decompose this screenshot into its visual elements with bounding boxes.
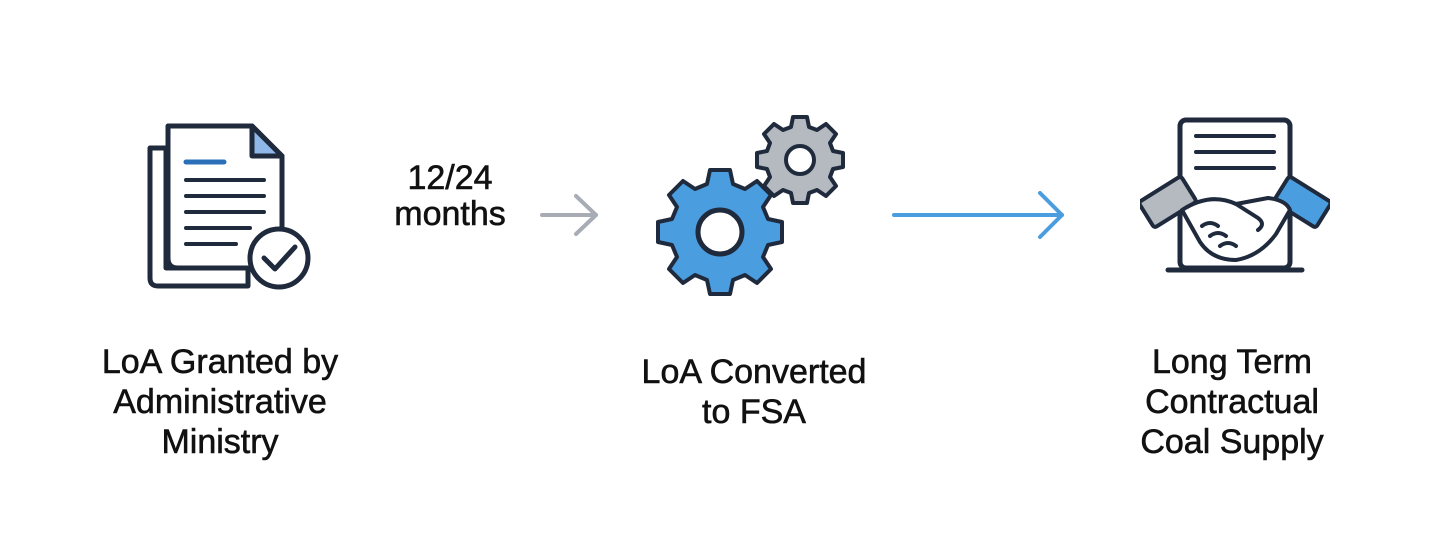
step-2-label-line-2: to FSA (702, 393, 807, 432)
duration-line-2: months (394, 195, 506, 233)
step-1-label-line-1: LoA Granted by (101, 343, 339, 382)
step-3-label-line-3: Coal Supply (1140, 423, 1324, 462)
arrow-right-icon-blue (892, 191, 1064, 239)
contract-handshake-icon (1140, 117, 1330, 273)
document-check-icon (147, 123, 311, 290)
gears-icon (656, 115, 845, 296)
step-3-label-line-1: Long Term (1151, 343, 1313, 382)
transition-1-duration: 12/24 months (370, 159, 530, 233)
duration-line-1: 12/24 (407, 159, 493, 197)
arrow-right-icon-gray (540, 194, 598, 236)
step-3-label-line-2: Contractual (1145, 383, 1319, 422)
step-1-label: LoA Granted by Administrative Ministry (70, 342, 370, 462)
step-1-label-line-2: Administrative (113, 383, 327, 422)
step-1-label-line-3: Ministry (161, 423, 279, 462)
step-3-label: Long Term Contractual Coal Supply (1082, 342, 1382, 462)
step-2-label: LoA Converted to FSA (604, 352, 904, 432)
step-2-label-line-1: LoA Converted (641, 353, 867, 392)
